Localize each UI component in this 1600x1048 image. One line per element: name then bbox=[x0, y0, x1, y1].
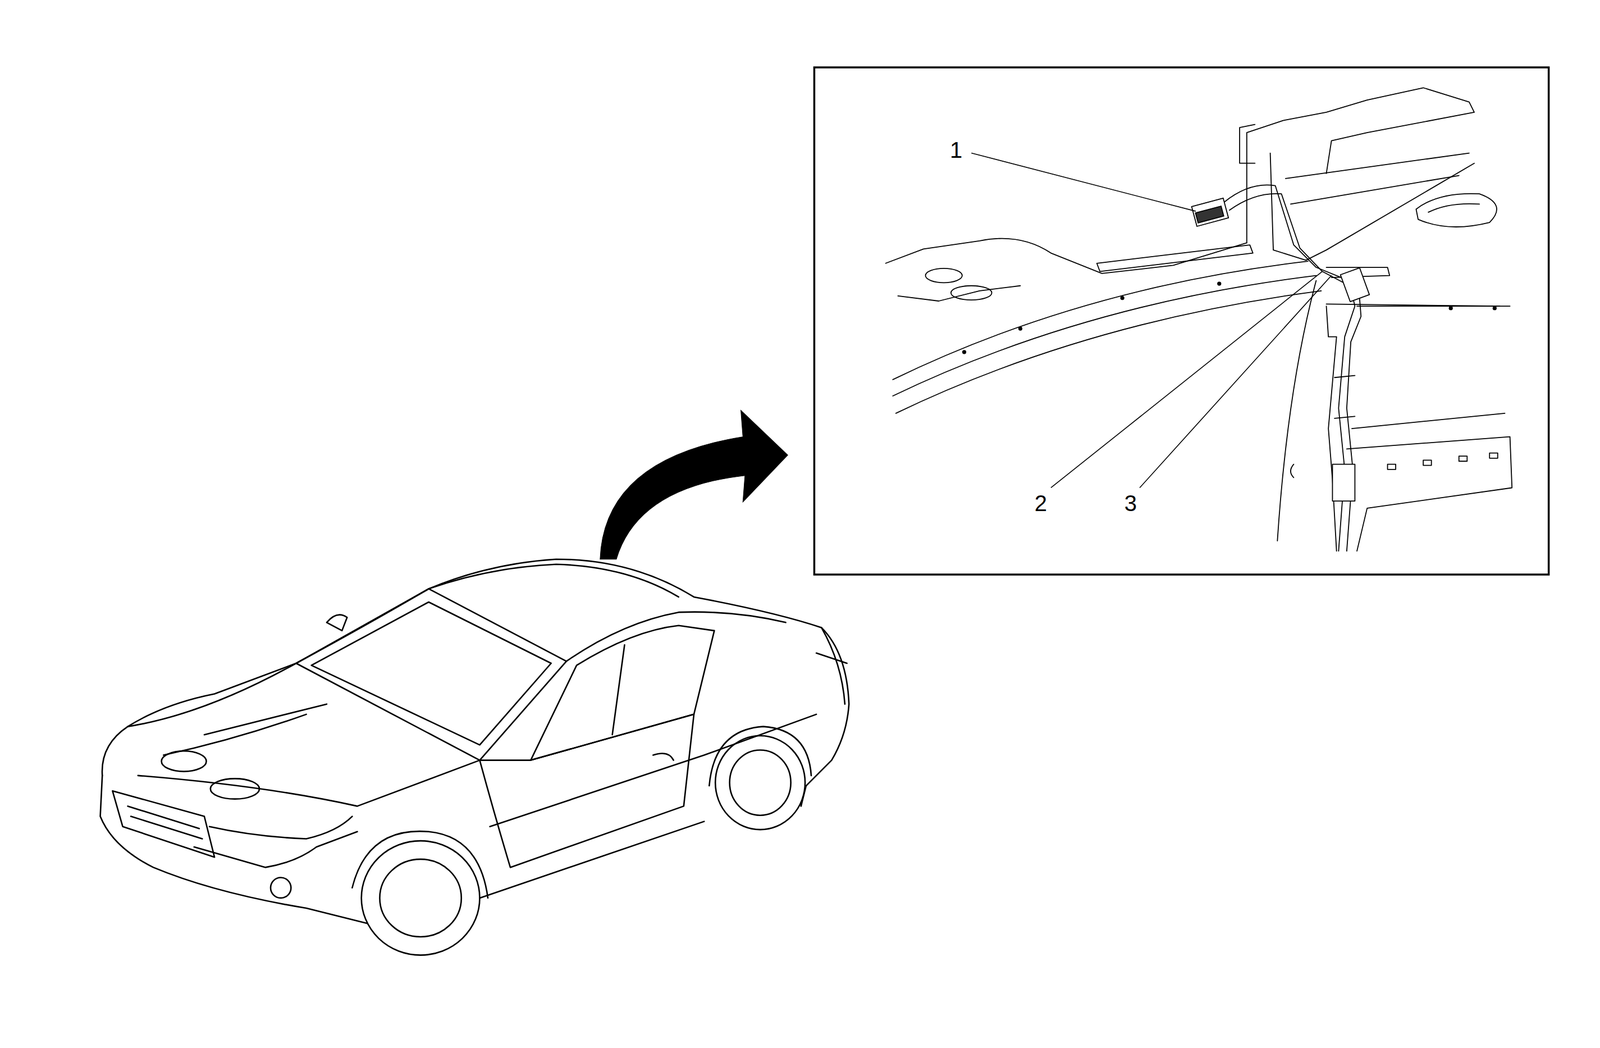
wire-harness bbox=[1229, 193, 1361, 551]
fog-lamp bbox=[270, 877, 291, 898]
rear-wheel-rim bbox=[729, 749, 792, 815]
hood bbox=[128, 663, 480, 806]
car-body bbox=[102, 559, 849, 786]
body-line bbox=[490, 714, 817, 827]
rivet bbox=[1120, 295, 1125, 300]
rivet bbox=[1448, 305, 1453, 310]
door bbox=[479, 714, 694, 868]
panel-slot bbox=[1489, 453, 1498, 459]
rivet bbox=[1217, 281, 1222, 286]
harness-connector bbox=[1340, 267, 1370, 302]
connector bbox=[1191, 198, 1229, 227]
header bbox=[1285, 153, 1470, 205]
front-wheel bbox=[361, 840, 480, 955]
front-fascia bbox=[112, 790, 358, 867]
rivet bbox=[1018, 326, 1023, 331]
roof bbox=[428, 564, 786, 662]
zoom-arrow bbox=[600, 409, 788, 559]
wheel-arch bbox=[352, 830, 488, 898]
leader-line bbox=[971, 153, 1196, 212]
connector-face bbox=[1195, 206, 1224, 223]
harness-connector bbox=[1332, 464, 1355, 501]
header bbox=[1246, 87, 1475, 243]
rivet bbox=[962, 349, 967, 354]
rear-wheel bbox=[715, 735, 806, 830]
panel-hole bbox=[925, 268, 962, 283]
wheel-arch bbox=[709, 726, 812, 786]
rear-end bbox=[816, 627, 848, 704]
leader-lines bbox=[971, 153, 1332, 488]
hood-scoop bbox=[210, 778, 260, 799]
roof-edge bbox=[1326, 267, 1501, 306]
connector-body bbox=[1191, 198, 1229, 227]
inset-frame bbox=[814, 67, 1549, 575]
callout-number: 1 bbox=[948, 138, 964, 162]
windshield bbox=[295, 588, 566, 760]
rivet bbox=[1492, 305, 1497, 310]
pillar bbox=[1277, 280, 1337, 551]
side-window bbox=[530, 625, 715, 761]
roof-rail bbox=[896, 290, 1322, 414]
harness-clip bbox=[1334, 375, 1355, 419]
callout-number: 2 bbox=[1033, 491, 1049, 515]
panel-slot bbox=[1459, 455, 1468, 461]
mirror bbox=[326, 614, 347, 631]
rivets bbox=[962, 281, 1497, 354]
panel-slot bbox=[1423, 459, 1432, 465]
header bbox=[1239, 124, 1255, 164]
roof-rail bbox=[892, 275, 1316, 396]
weatherstrip bbox=[1096, 244, 1254, 272]
dome-lamp bbox=[1415, 193, 1497, 227]
roof-rail bbox=[892, 261, 1308, 380]
panel-slot bbox=[1387, 464, 1397, 470]
car-drawing bbox=[100, 559, 850, 955]
windshield-inner bbox=[311, 601, 552, 745]
callout-number: 3 bbox=[1123, 491, 1138, 515]
pillar bbox=[1290, 305, 1511, 478]
leader-line bbox=[1139, 275, 1332, 488]
body-panel bbox=[1346, 413, 1512, 551]
headlamp bbox=[209, 816, 352, 839]
body-panel bbox=[897, 285, 1021, 301]
leader-line bbox=[1050, 271, 1323, 488]
wire-harness bbox=[1224, 184, 1356, 551]
front-wheel-rim bbox=[379, 858, 461, 937]
hood-scoop bbox=[161, 750, 207, 771]
inset-drawing bbox=[885, 87, 1513, 551]
panel-hole bbox=[951, 285, 992, 300]
